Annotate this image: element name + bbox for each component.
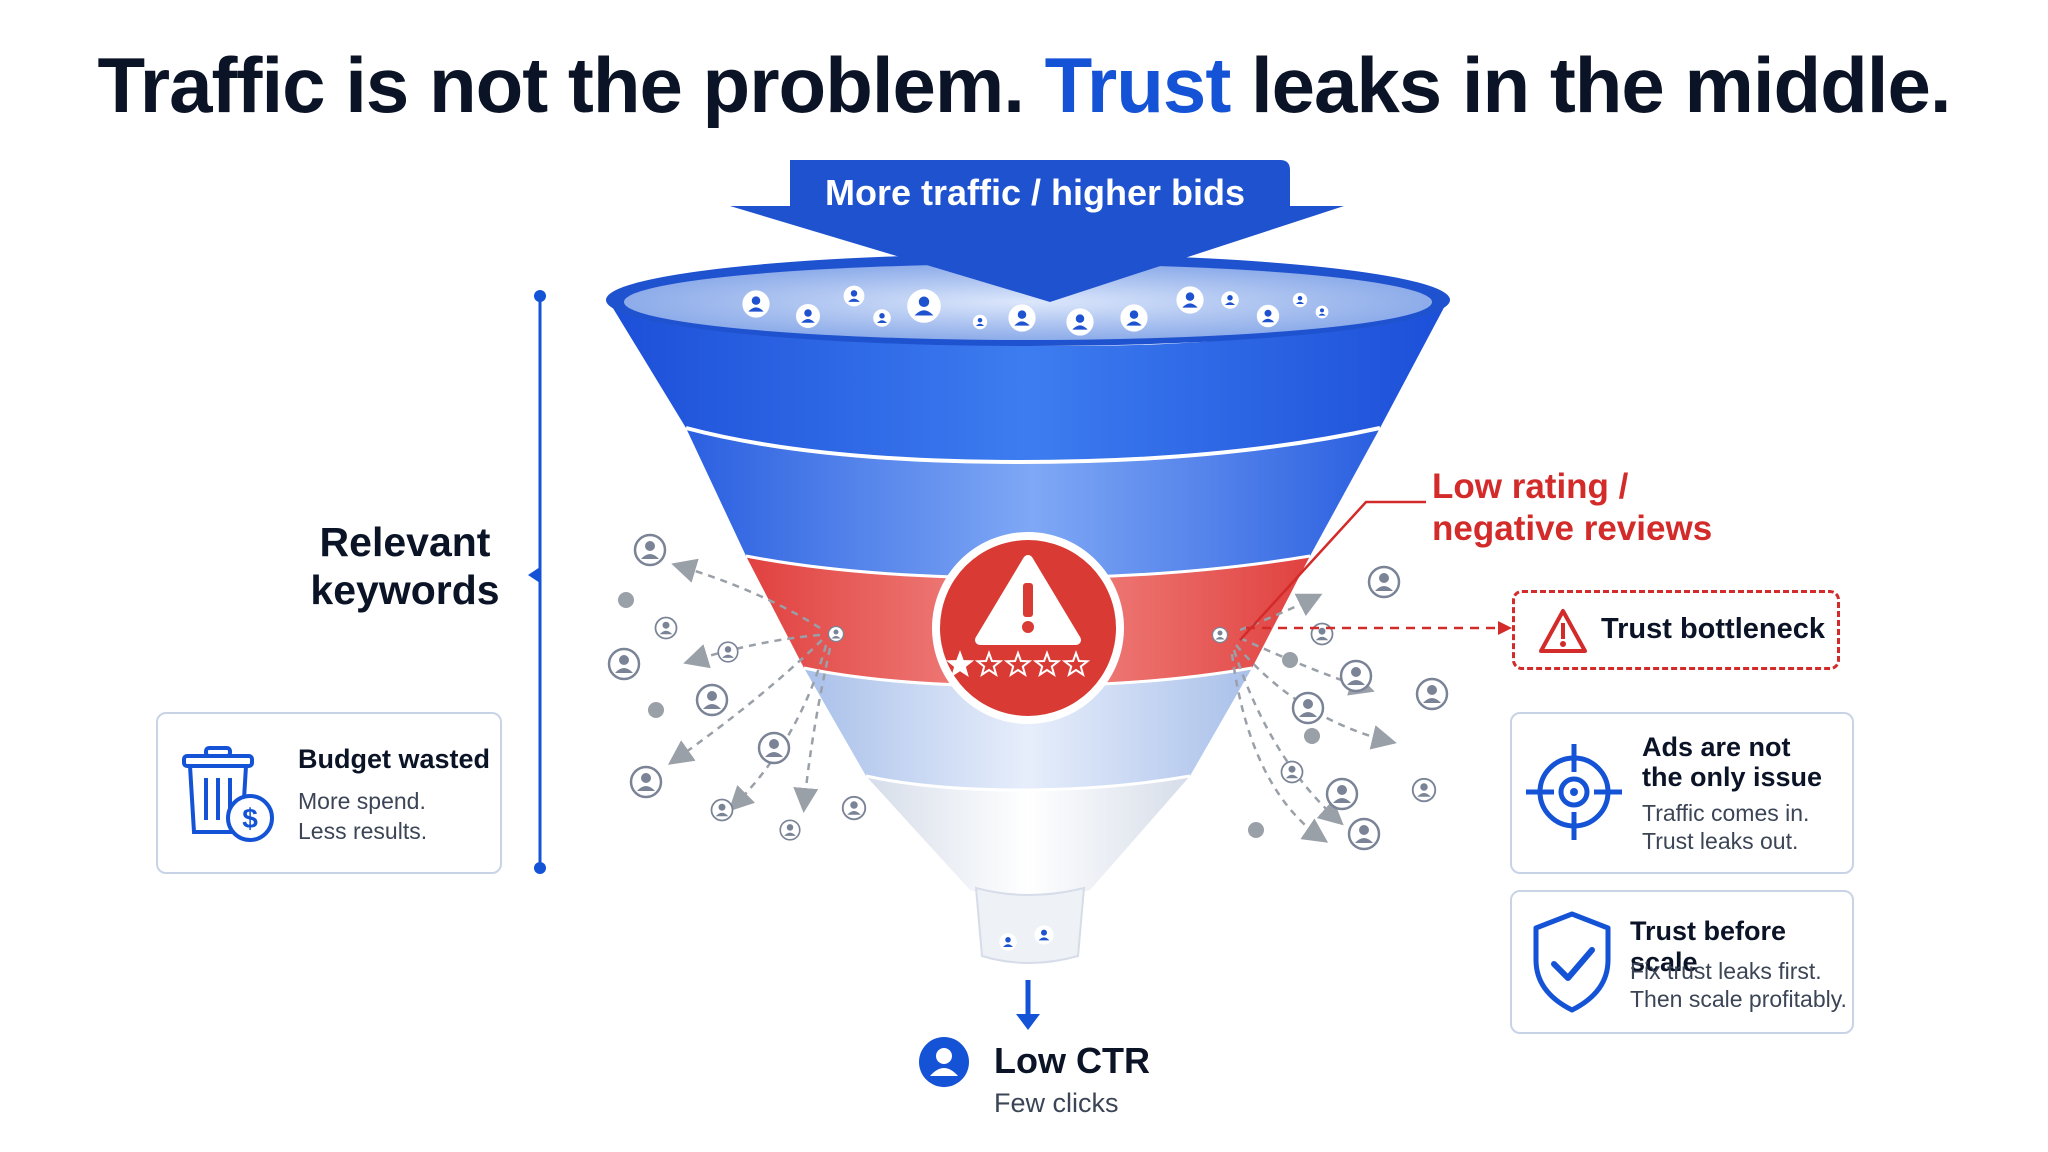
target-icon	[1526, 744, 1622, 840]
trust-card-title: Trust before scale	[1630, 916, 1787, 977]
traffic-arrow-label: More traffic / higher bids	[824, 172, 1246, 213]
warning-icon	[1539, 609, 1587, 653]
svg-text:$: $	[242, 803, 258, 834]
budget-wasted-card: $ Budget wasted More spend. Less results…	[156, 712, 502, 874]
trust-bottleneck-box: Trust bottleneck	[1512, 590, 1840, 670]
ads-card-line2: Trust leaks out.	[1642, 828, 1799, 854]
callout-leader	[1239, 500, 1512, 641]
trust-bottleneck-label: Trust bottleneck	[1601, 613, 1825, 645]
budget-wasted-title: Budget wasted	[298, 744, 491, 774]
low-rating-callout: Low rating / negative reviews	[1432, 466, 1712, 550]
star-empty-icon	[1032, 650, 1062, 678]
keywords-label-line2: keywords	[310, 567, 500, 613]
callout-line1: Low rating /	[1432, 467, 1629, 506]
outcome-arrow	[1016, 980, 1040, 1030]
star-empty-icon	[974, 650, 1004, 678]
ads-card-title-line2: the only issue	[1642, 762, 1823, 792]
trust-before-scale-card: Trust before scale Fix trust leaks first…	[1510, 890, 1854, 1034]
headline-part-2: leaks in the middle.	[1230, 41, 1952, 129]
star-empty-icon	[1061, 650, 1091, 678]
warning-badge	[932, 532, 1124, 724]
star-filled-icon	[945, 650, 975, 678]
trash-dollar-icon: $	[182, 746, 274, 842]
budget-wasted-line2: Less results.	[298, 818, 428, 844]
leaking-users-right	[1211, 565, 1449, 851]
outcome-subtitle: Few clicks	[994, 1088, 1119, 1118]
headline-accent: Trust	[1044, 41, 1232, 129]
star-rating	[945, 650, 1091, 678]
trust-card-line2: Then scale profitably.	[1630, 986, 1847, 1012]
ads-not-only-issue-card: Ads are not the only issue Traffic comes…	[1510, 712, 1854, 874]
trust-card-line1: Fix trust leaks first.	[1630, 958, 1822, 984]
outcome-title: Low CTR	[994, 1040, 1150, 1081]
ads-card-line1: Traffic comes in.	[1642, 800, 1810, 826]
keywords-label-line1: Relevant	[319, 519, 491, 565]
budget-wasted-line1: More spend.	[298, 788, 426, 814]
page-title: Traffic is not the problem. Trust leaks …	[0, 40, 2048, 131]
ads-card-title-line1: Ads are not	[1642, 732, 1791, 762]
funnel	[606, 254, 1450, 964]
keywords-label: Relevant keywords	[290, 518, 520, 614]
user-icon	[919, 1037, 969, 1087]
headline-part-1: Traffic is not the problem.	[97, 41, 1045, 129]
keywords-bracket	[528, 290, 546, 874]
callout-line2: negative reviews	[1432, 509, 1713, 548]
shield-check-icon	[1533, 911, 1611, 1013]
leaking-users-left	[607, 533, 867, 841]
traffic-arrow	[730, 160, 1344, 302]
star-empty-icon	[1003, 650, 1033, 678]
